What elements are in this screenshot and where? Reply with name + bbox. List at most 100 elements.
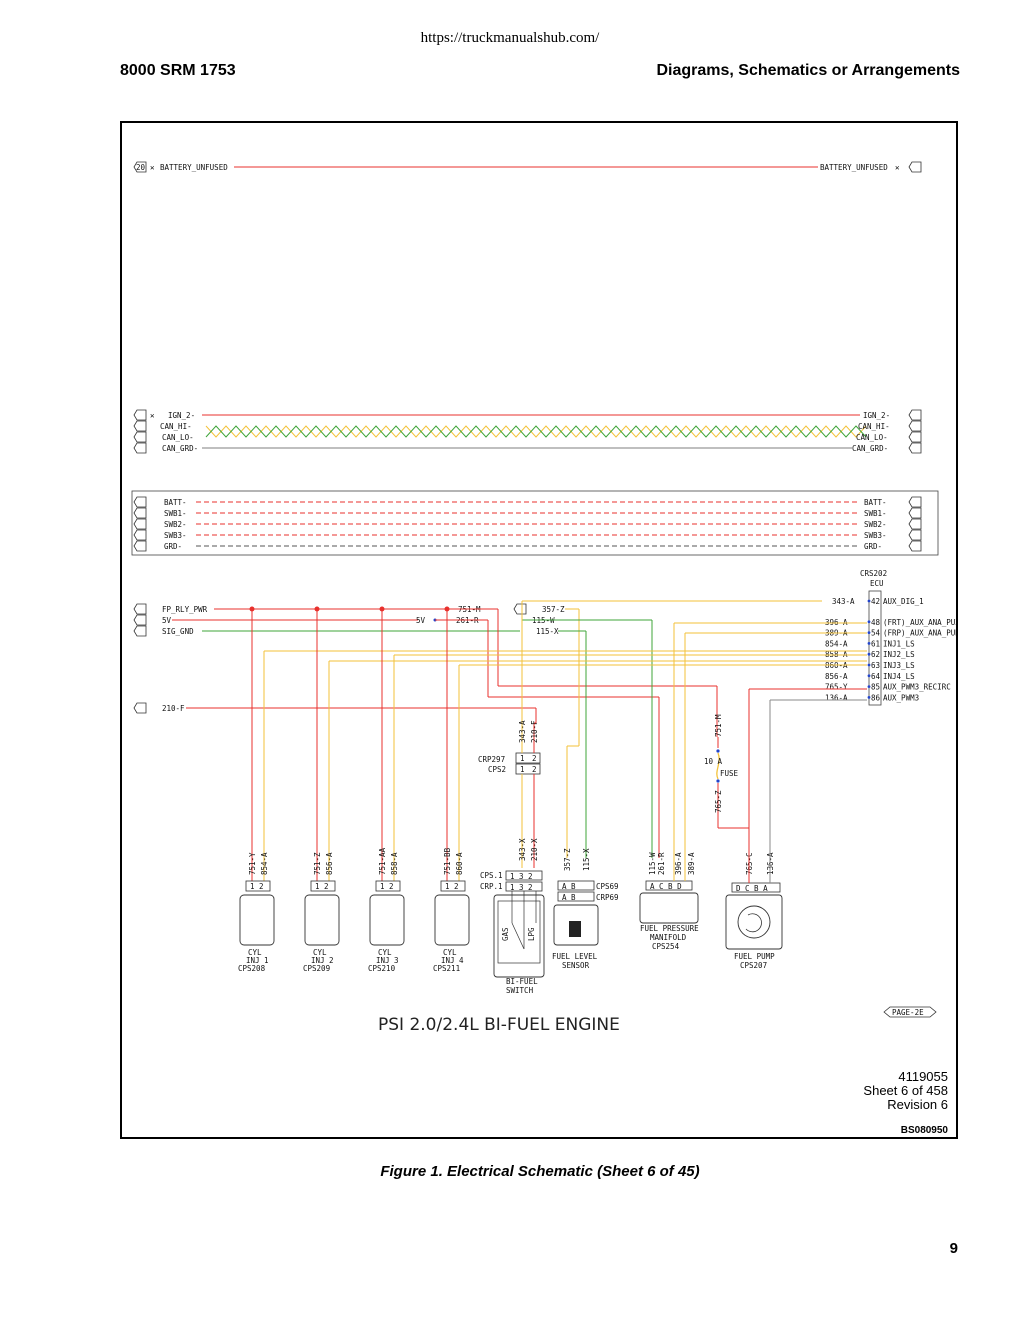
ecu-pin-function: AUX_DIG_1 [883, 597, 924, 606]
svg-text:SWITCH: SWITCH [506, 986, 534, 995]
sheet-number: Sheet 6 of 458 [863, 1083, 948, 1098]
injector-wire: 858-A [390, 852, 399, 875]
svg-text:CAN_GRD-: CAN_GRD- [852, 444, 888, 453]
svg-text:10 A: 10 A [704, 757, 723, 766]
ecu-pin-wire: 136-A [825, 693, 848, 702]
svg-text:CRP69: CRP69 [596, 893, 619, 902]
figure-code: BS080950 [901, 1125, 949, 1136]
svg-text:CAN_LO-: CAN_LO- [162, 433, 194, 442]
svg-text:1 3 2: 1 3 2 [510, 883, 533, 892]
svg-text:5V: 5V [416, 616, 426, 625]
page-number: 9 [949, 1240, 958, 1257]
bus-label-right: SWB3- [864, 531, 887, 540]
svg-text:CPS211: CPS211 [433, 964, 460, 973]
bus-label-left: BATT- [164, 498, 187, 507]
svg-text:5V: 5V [162, 616, 172, 625]
injector-body [304, 894, 340, 946]
svg-text:ECU: ECU [870, 579, 884, 588]
ecu-pin-number: 61 [871, 639, 880, 648]
can-hi-wire [205, 425, 867, 438]
can-lo-wire [205, 425, 867, 438]
injector-body [369, 894, 405, 946]
fuel-level-sensor: A B A B CPS69 CRP69 FUEL LEVEL SENSOR 35… [552, 848, 619, 970]
svg-text:SENSOR: SENSOR [562, 961, 590, 970]
svg-text:✕: ✕ [895, 163, 900, 172]
svg-text:CPS208: CPS208 [238, 964, 266, 973]
svg-text:CPS207: CPS207 [740, 961, 767, 970]
svg-text:✕: ✕ [150, 163, 155, 172]
injector-label: CYL [313, 948, 327, 957]
svg-text:1 2: 1 2 [380, 882, 394, 891]
svg-text:FUSE: FUSE [720, 769, 739, 778]
svg-text:BATTERY_UNFUSED: BATTERY_UNFUSED [160, 163, 228, 172]
manifold-wire: 396-A [674, 852, 683, 875]
svg-text:CAN_HI-: CAN_HI- [160, 422, 192, 431]
svg-text:A B: A B [562, 882, 576, 891]
svg-text:CRP297: CRP297 [478, 755, 505, 764]
diagram-title: PSI 2.0/2.4L BI-FUEL ENGINE [378, 1015, 620, 1035]
ecu-pin-function: INJ2_LS [883, 650, 915, 659]
revision: Revision 6 [887, 1097, 948, 1112]
ecu-pin-function: INJ1_LS [883, 639, 915, 648]
ecu-pin-wire: 765-Y [825, 683, 848, 692]
svg-text:INJ 4: INJ 4 [441, 956, 464, 965]
svg-text:✕: ✕ [150, 411, 155, 420]
ecu-pin-number: 63 [871, 661, 880, 670]
ecu-pin-function: (FRT)_AUX_ANA_PU3 [883, 618, 956, 627]
svg-text:LPG: LPG [527, 927, 536, 941]
ecu-pin-function: AUX_PWM3_RECIRC [883, 683, 951, 692]
svg-text:CRP.1: CRP.1 [480, 882, 503, 891]
ecu-pin-number: 62 [871, 650, 880, 659]
svg-text:115-X: 115-X [582, 848, 591, 871]
injector-wire: 751-Y [248, 852, 257, 875]
svg-text:INJ 2: INJ 2 [311, 956, 334, 965]
manifold-wire: 115-W [648, 852, 657, 875]
ecu-pin-function: (FRP)_AUX_ANA_PUD1 [883, 629, 956, 638]
figure-caption: Figure 1. Electrical Schematic (Sheet 6 … [380, 1163, 700, 1180]
svg-text:CAN_LO-: CAN_LO- [856, 433, 888, 442]
injector-label: CYL [443, 948, 457, 957]
svg-text:20: 20 [136, 163, 146, 172]
injector-wire: 860-A [455, 852, 464, 875]
source-url[interactable]: https://truckmanualshub.com/ [420, 30, 600, 46]
fuel-pump: D C B A FUEL PUMP CPS207 765-C 136-A [717, 688, 867, 970]
schematic-diagram: 20 ✕ BATTERY_UNFUSED BATTERY_UNFUSED ✕ ✕… [131, 161, 964, 1136]
svg-text:1: 1 [520, 754, 525, 763]
svg-text:BI-FUEL: BI-FUEL [506, 977, 538, 986]
next-page-ref[interactable]: PAGE-2E [883, 1006, 937, 1018]
svg-text:CAN_HI-: CAN_HI- [858, 422, 890, 431]
manifold-wire: 261-R [657, 852, 666, 875]
injector-wire: 856-A [325, 852, 334, 875]
svg-text:CPS210: CPS210 [368, 964, 396, 973]
bus-label-right: BATT- [864, 498, 887, 507]
svg-text:1 2: 1 2 [445, 882, 459, 891]
svg-text:751-M: 751-M [714, 714, 723, 737]
injector-label: CYL [248, 948, 262, 957]
can-bus: ✕ IGN_2- IGN_2- CAN_HI- CAN_LO- CAN_HI- … [133, 409, 922, 454]
svg-text:CPS.1: CPS.1 [480, 871, 503, 880]
svg-text:A C B D: A C B D [650, 882, 682, 891]
svg-text:343-X: 343-X [518, 838, 527, 861]
svg-text:FUEL LEVEL: FUEL LEVEL [552, 952, 598, 961]
svg-text:210-F: 210-F [162, 704, 185, 713]
manual-code: 8000 SRM 1753 [120, 62, 236, 79]
svg-text:A B: A B [562, 893, 576, 902]
svg-text:765-Z: 765-Z [714, 790, 723, 813]
svg-text:INJ 3: INJ 3 [376, 956, 399, 965]
bus-label-left: SWB2- [164, 520, 187, 529]
injector-body [434, 894, 470, 946]
svg-text:PAGE-2E: PAGE-2E [892, 1008, 924, 1017]
ecu-pin-function: INJ3_LS [883, 661, 915, 670]
svg-text:FP_RLY_PWR: FP_RLY_PWR [162, 605, 208, 614]
svg-text:357-Z: 357-Z [542, 605, 565, 614]
left-inputs: FP_RLY_PWR 5V SIG_GND 210-F [133, 603, 537, 723]
svg-text:357-Z: 357-Z [563, 848, 572, 871]
ecu-pin-wire: 856-A [825, 672, 848, 681]
ecu-pin-wire: 396-A [825, 618, 848, 627]
injector-label: CYL [378, 948, 392, 957]
ecu-pin-function: AUX_PWM3 [883, 693, 919, 702]
svg-text:1: 1 [520, 765, 525, 774]
svg-text:210-F: 210-F [530, 720, 539, 743]
injector-body [239, 894, 275, 946]
